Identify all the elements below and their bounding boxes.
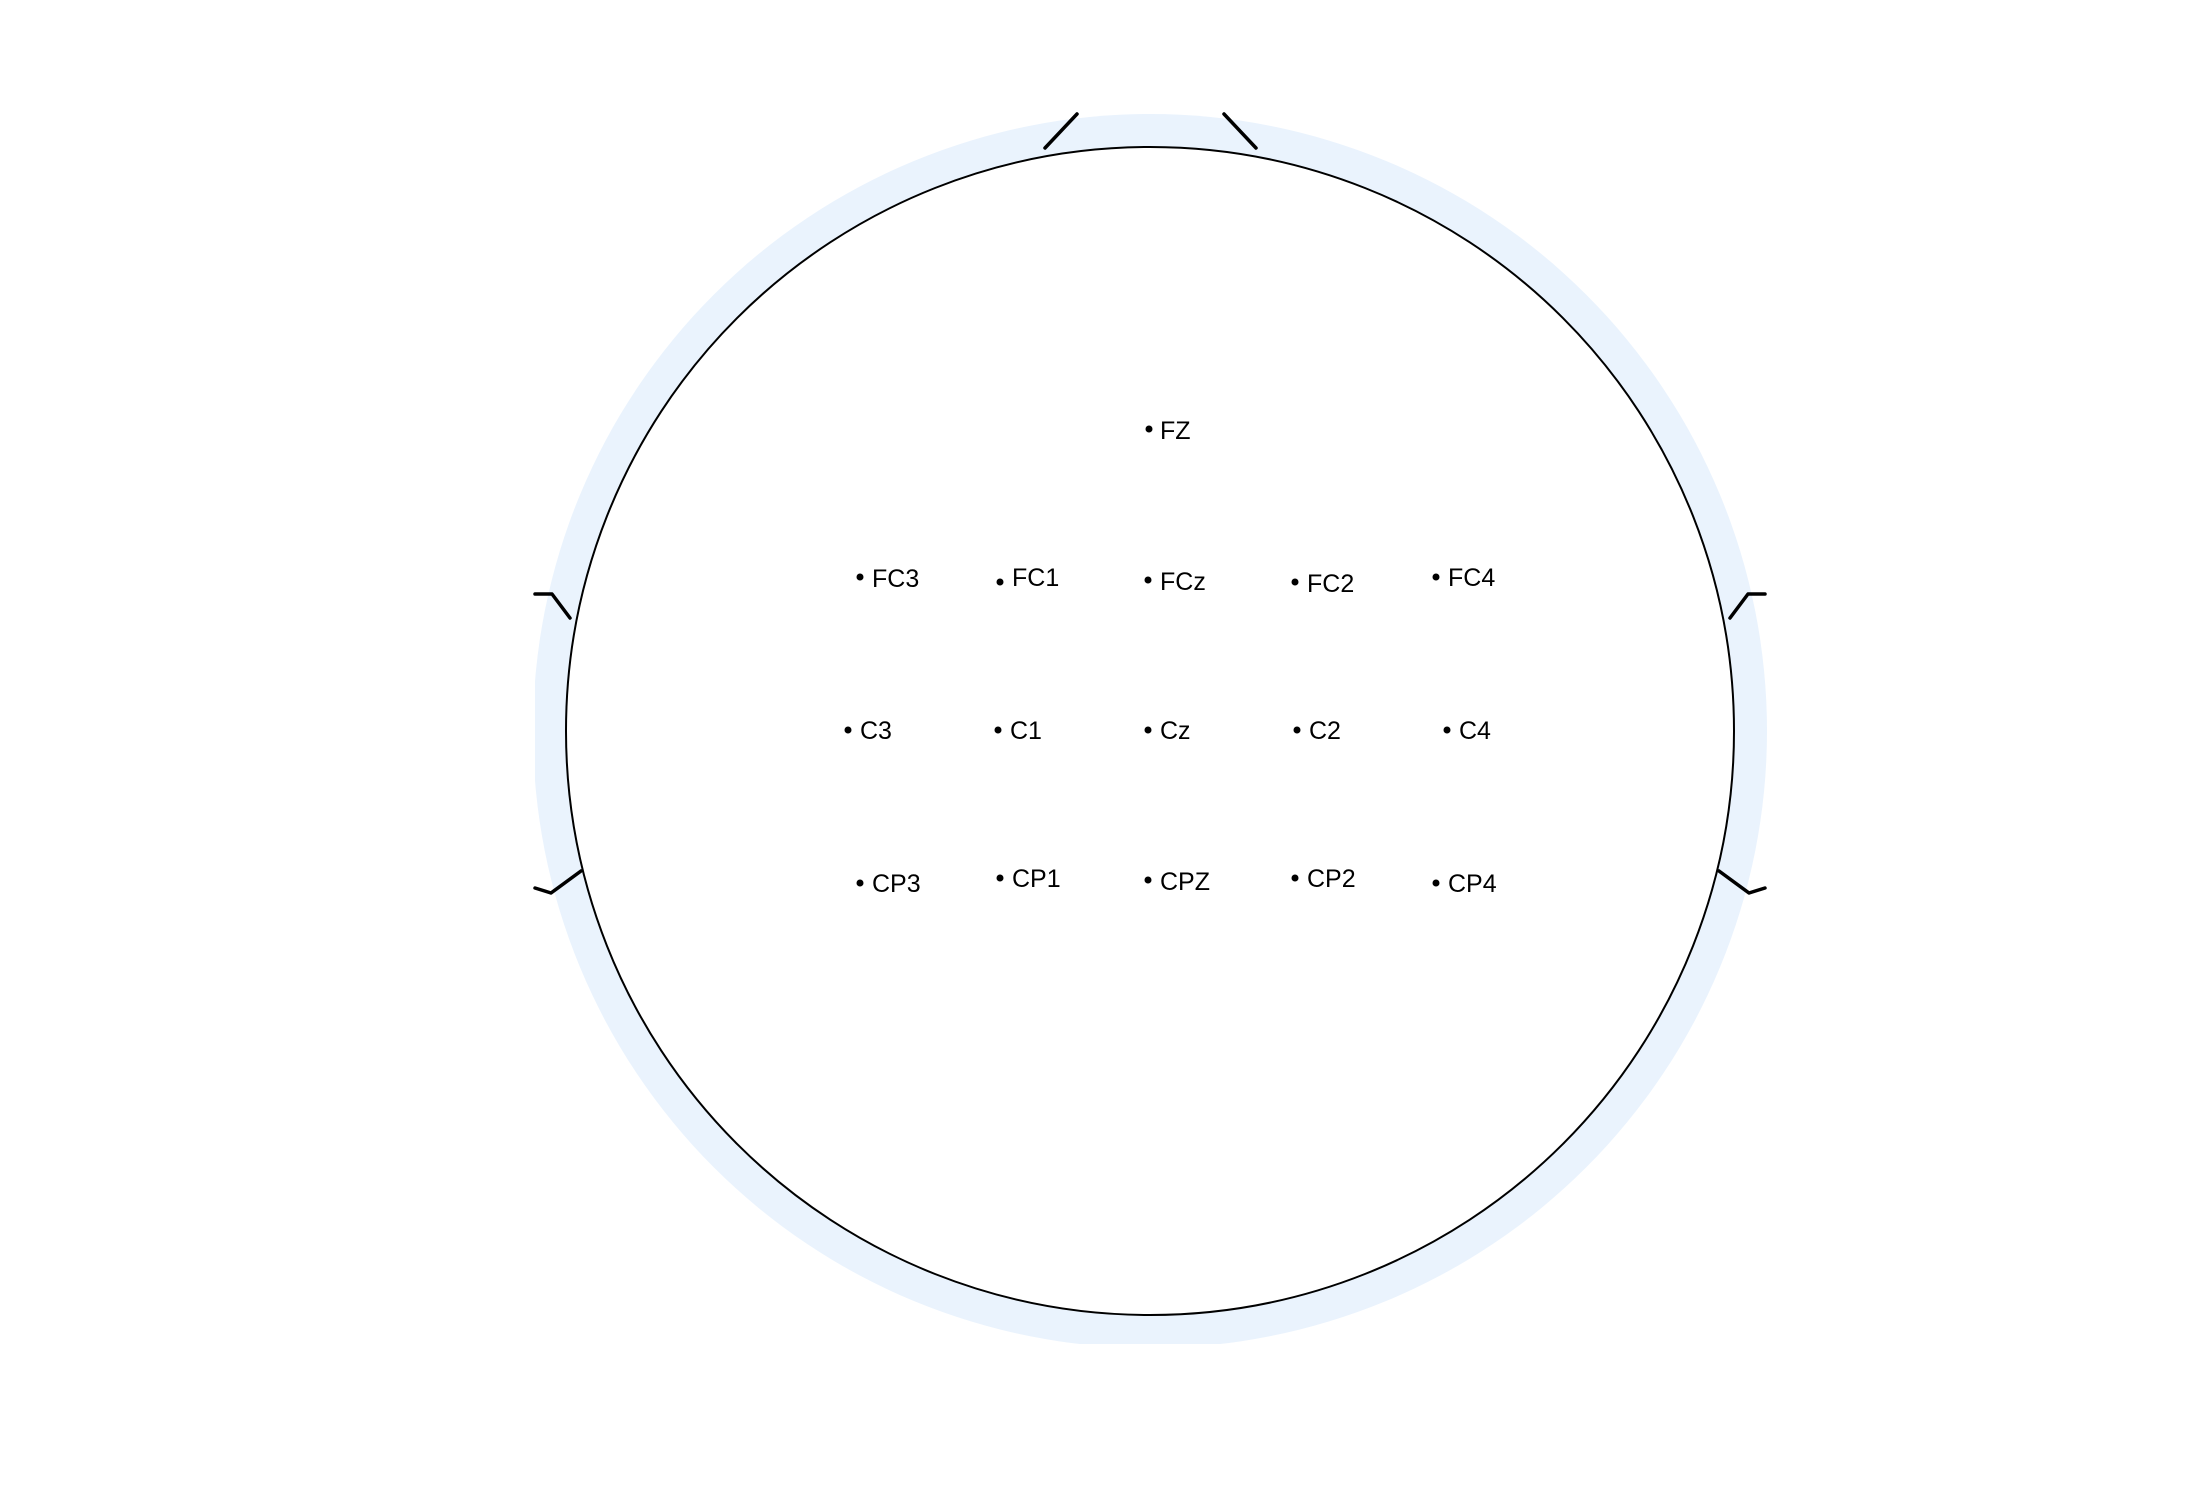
electrode-dot: [1293, 726, 1301, 734]
electrode-c3[interactable]: C3: [844, 717, 892, 745]
electrode-fc4[interactable]: FC4: [1432, 564, 1496, 592]
electrode-label: C2: [1309, 717, 1341, 745]
electrode-dot: [996, 578, 1004, 586]
electrode-cp2[interactable]: CP2: [1291, 865, 1356, 893]
electrode-dot: [996, 874, 1004, 882]
left-ear-marker: [533, 592, 583, 895]
electrode-c4[interactable]: C4: [1443, 717, 1492, 745]
electrode-label: FC2: [1307, 570, 1354, 598]
electrode-dot: [1145, 425, 1153, 433]
electrode-label: Cz: [1160, 717, 1191, 745]
electrode-dot: [1144, 576, 1152, 584]
electrode-label: CP1: [1012, 865, 1061, 893]
electrode-cp4[interactable]: CP4: [1432, 870, 1497, 898]
electrode-fz[interactable]: FZ: [1145, 417, 1191, 445]
electrode-dot: [1144, 726, 1152, 734]
electrode-dot: [1291, 874, 1299, 882]
electrode-dot: [856, 879, 864, 887]
electrode-label: CP3: [872, 870, 921, 898]
electrode-label: C3: [860, 717, 892, 745]
electrode-fc3[interactable]: FC3: [856, 565, 920, 593]
electrode-fcz[interactable]: FCz: [1144, 568, 1206, 596]
electrode-label: FCz: [1160, 568, 1206, 596]
electrode-label: CP2: [1307, 865, 1356, 893]
electrode-dot: [1144, 876, 1152, 884]
electrode-label: FC3: [872, 565, 919, 593]
electrode-cp1[interactable]: CP1: [996, 865, 1061, 893]
nose-marker: [1043, 112, 1258, 150]
electrode-label: FZ: [1160, 417, 1191, 445]
right-ear-marker: [1717, 592, 1767, 895]
electrode-cz[interactable]: Cz: [1144, 717, 1191, 745]
electrode-dot: [856, 573, 864, 581]
electrode-dot: [1432, 573, 1440, 581]
electrode-dot: [1443, 726, 1451, 734]
electrode-label: FC1: [1012, 564, 1059, 592]
electrode-dot: [1291, 578, 1299, 586]
head-outline: [565, 146, 1735, 1316]
electrode-dot: [844, 726, 852, 734]
electrode-dot: [994, 726, 1002, 734]
electrode-label: C1: [1010, 717, 1042, 745]
electrode-label: FC4: [1448, 564, 1495, 592]
electrode-fc1[interactable]: FC1: [996, 564, 1060, 592]
electrode-dot: [1432, 879, 1440, 887]
electrode-fc2[interactable]: FC2: [1291, 570, 1355, 598]
electrode-cp3[interactable]: CP3: [856, 870, 921, 898]
electrode-c1[interactable]: C1: [994, 717, 1042, 745]
electrode-label: CPZ: [1160, 868, 1210, 896]
electrode-label: C4: [1459, 717, 1491, 745]
electrode-label: CP4: [1448, 870, 1497, 898]
electrode-c2[interactable]: C2: [1293, 717, 1341, 745]
electrode-cpz[interactable]: CPZ: [1144, 868, 1211, 896]
